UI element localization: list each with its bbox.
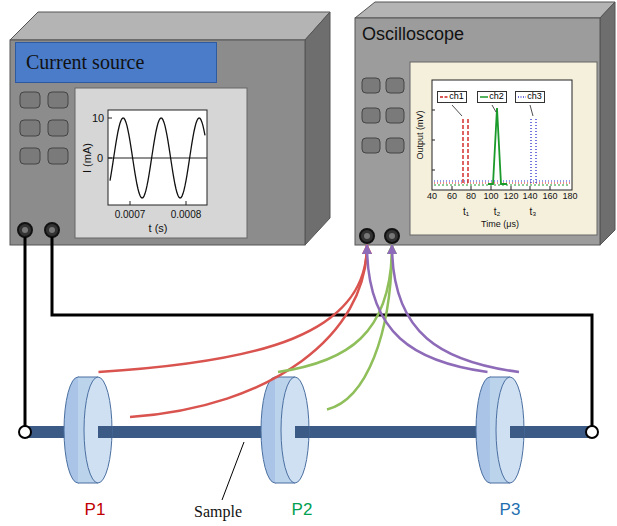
terminal <box>360 229 374 243</box>
probe-wire-line <box>392 245 519 372</box>
instrument-top <box>10 12 330 40</box>
probe-wire <box>278 245 392 410</box>
legend-entry: ch2 <box>477 91 507 103</box>
tick-label: 80 <box>466 192 476 202</box>
probe-wire-line <box>327 245 392 410</box>
button-panel <box>20 92 68 164</box>
legend-line-sample <box>440 94 448 100</box>
rod-end <box>19 426 31 438</box>
probe-coil <box>261 377 309 483</box>
ch3-pulse <box>531 118 536 183</box>
legend-line-sample <box>480 94 488 100</box>
zero-line <box>108 158 207 159</box>
tick-marks <box>432 110 550 190</box>
instrument-side <box>600 2 615 245</box>
instrument-title: Oscilloscope <box>362 24 464 45</box>
probe-wire-line <box>99 245 368 372</box>
tick-label: 0 <box>97 152 103 164</box>
rod-end <box>586 426 598 438</box>
probe-coil <box>476 377 524 483</box>
tick-label: 0.0008 <box>171 209 202 220</box>
axis-title: Output (mV) <box>416 110 426 159</box>
legend-text: ch1 <box>449 92 464 102</box>
probe-wire <box>367 245 519 372</box>
terminal-hole <box>49 227 55 233</box>
plot-frame <box>432 80 572 190</box>
probe-wire <box>99 245 368 417</box>
terminal <box>18 223 32 237</box>
instrument-front <box>355 18 600 245</box>
probe-label: P2 <box>292 500 313 520</box>
tick-label: 10 <box>92 112 104 124</box>
terminal-hole <box>389 233 395 239</box>
axis-title: t (s) <box>149 222 168 234</box>
tick-label: 140 <box>522 192 537 202</box>
probe-wire-line <box>367 245 488 372</box>
probe-coil <box>64 377 112 483</box>
instrument-front <box>10 40 305 245</box>
axis-title: I (mA) <box>81 143 93 173</box>
button-panel <box>362 78 404 153</box>
tick-label: 180 <box>562 192 577 202</box>
tick-label: 160 <box>542 192 557 202</box>
time-marker: t₂ <box>494 206 501 217</box>
time-marker: t₁ <box>463 206 469 217</box>
probe-coil-node: P3 <box>470 372 540 522</box>
probe-wire-line <box>130 245 367 417</box>
tick-label: 0.0007 <box>115 209 146 220</box>
legend-text: ch3 <box>527 92 542 102</box>
sine-wave <box>110 118 205 198</box>
plot-frame <box>108 110 207 205</box>
legend-leaders <box>452 105 533 116</box>
legend-entry: ch3 <box>515 91 545 103</box>
instrument-top <box>355 2 615 18</box>
part-label: Sample <box>194 503 242 521</box>
instrument-box: Oscilloscope <box>355 18 600 245</box>
terminal-hole <box>364 233 370 239</box>
instrument-side <box>305 12 330 245</box>
terminal <box>385 229 399 243</box>
tick-marks <box>108 118 186 205</box>
probe-coil-node: P2 <box>257 372 327 522</box>
tick-label: 40 <box>427 192 437 202</box>
probe-label: P1 <box>85 500 106 520</box>
terminal-hole <box>22 227 28 233</box>
legend-text: ch2 <box>489 92 504 102</box>
current-wire <box>24 237 27 432</box>
tick-label: 100 <box>483 192 498 202</box>
terminal <box>45 223 59 237</box>
instrument-title: Current source <box>15 42 217 83</box>
display-screen <box>75 88 247 238</box>
ch2-pulse <box>488 108 507 184</box>
legend-entry: ch1 <box>437 91 467 103</box>
tick-label: 120 <box>503 192 518 202</box>
instrument-box: Current source <box>10 40 305 245</box>
display-screen <box>410 62 597 235</box>
legend-line-sample <box>518 94 526 100</box>
leader-line <box>222 442 244 500</box>
time-marker: t₃ <box>530 206 537 217</box>
ch1-pulse <box>463 118 468 183</box>
axis-title: Time (μs) <box>481 220 519 230</box>
probe-coil-node: P1 <box>60 372 130 522</box>
probe-label: P3 <box>500 500 521 520</box>
tick-label: 60 <box>447 192 457 202</box>
